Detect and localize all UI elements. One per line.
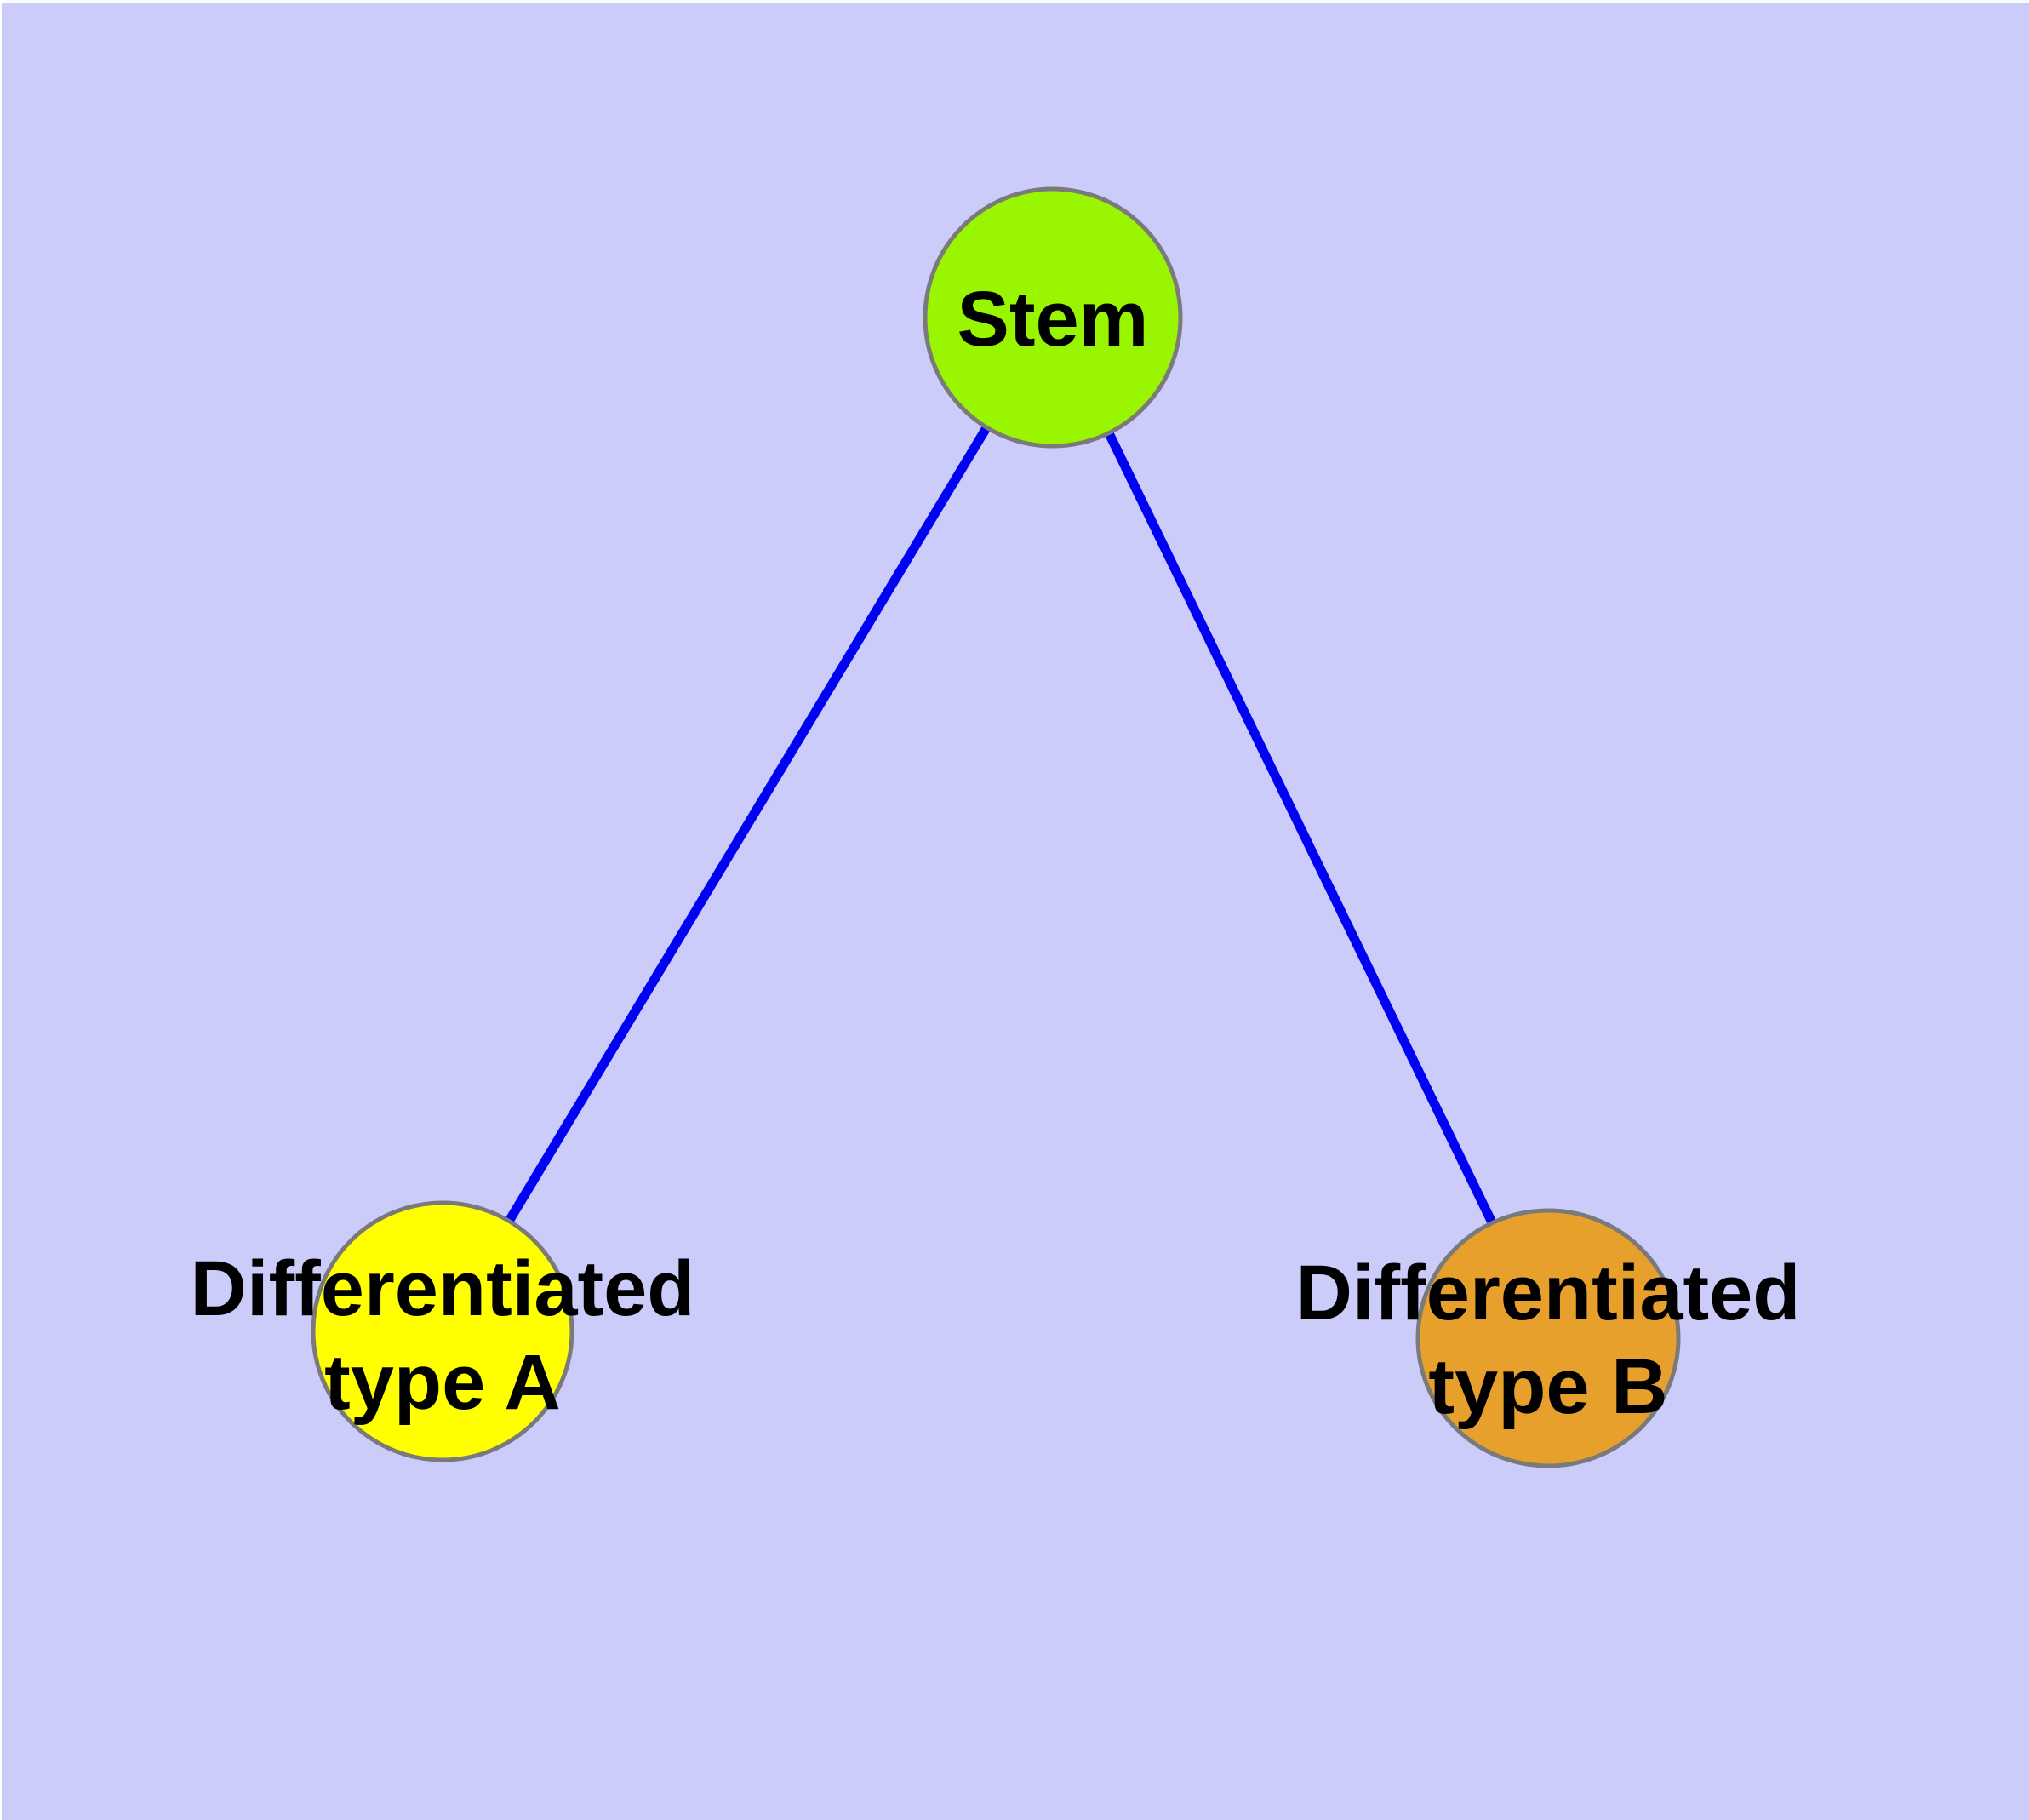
type-a-label-line1: Differentiated xyxy=(191,1245,695,1332)
type-a-label-line2: type A xyxy=(324,1339,561,1426)
edge-stem-to-type-b xyxy=(1049,315,1552,1341)
type-b-node xyxy=(1415,1208,1681,1468)
edge-stem-to-type-a xyxy=(438,315,1057,1334)
type-b-label-line2: type B xyxy=(1428,1343,1667,1430)
stem-node xyxy=(923,186,1183,449)
type-b-label-line1: Differentiated xyxy=(1296,1250,1801,1336)
type-a-node xyxy=(311,1200,574,1462)
stem-node-label: Stem xyxy=(957,276,1149,363)
